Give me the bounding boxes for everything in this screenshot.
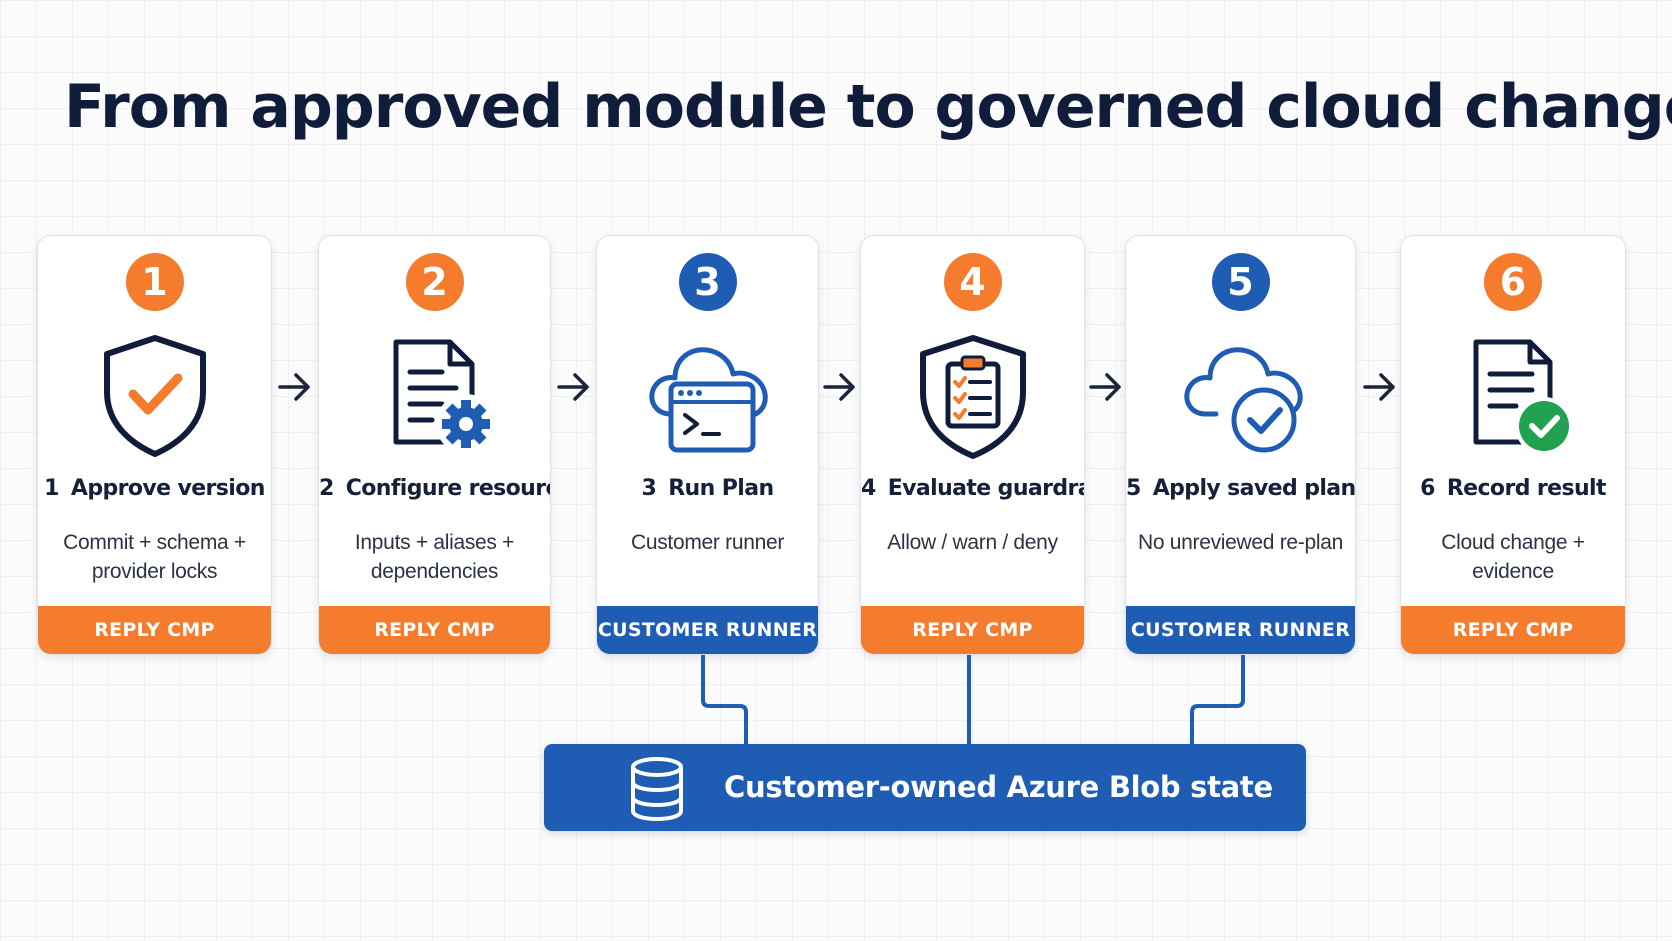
owner-label: REPLY CMP	[861, 606, 1084, 654]
step-description: Allow / warn / deny	[887, 531, 1058, 554]
arrow-right-icon	[1089, 373, 1121, 401]
step-badge: 4	[943, 253, 1002, 311]
step-badge: 6	[1484, 253, 1542, 311]
owner-label: REPLY CMP	[319, 606, 550, 654]
state-storage-bar: Customer-owned Azure Blob state	[544, 744, 1306, 831]
step-description: Cloud change + evidence	[1441, 531, 1585, 583]
owner-label: REPLY CMP	[38, 606, 271, 654]
arrow-right-icon	[1363, 373, 1395, 401]
owner-label: CUSTOMER RUNNER	[597, 606, 818, 654]
cloud-terminal-icon	[643, 322, 773, 462]
arrow-right-icon	[557, 373, 589, 401]
owner-label: CUSTOMER RUNNER	[1126, 606, 1355, 654]
step-description: Customer runner	[630, 531, 785, 554]
step-badge: 3	[678, 253, 737, 311]
owner-label: REPLY CMP	[1401, 606, 1625, 654]
state-label: Customer-owned Azure Blob state	[724, 770, 1273, 804]
page-title: From approved module to governed cloud c…	[64, 72, 1672, 142]
step-badge: 1	[125, 253, 184, 311]
shield-checklist-icon	[908, 322, 1038, 462]
document-gear-icon	[370, 322, 500, 462]
step-description: Commit + schema +provider locks	[63, 531, 246, 583]
arrow-right-icon	[823, 373, 855, 401]
step-description: No unreviewed re-plan	[1138, 531, 1343, 554]
shield-check-icon	[90, 322, 220, 462]
document-check-icon	[1448, 322, 1578, 462]
step-badge: 5	[1211, 253, 1270, 311]
step-badge: 2	[405, 253, 464, 311]
step-description: Inputs + aliases +dependencies	[354, 531, 515, 583]
database-icon	[628, 756, 686, 822]
arrow-right-icon	[278, 373, 310, 401]
cloud-check-icon	[1176, 322, 1306, 462]
